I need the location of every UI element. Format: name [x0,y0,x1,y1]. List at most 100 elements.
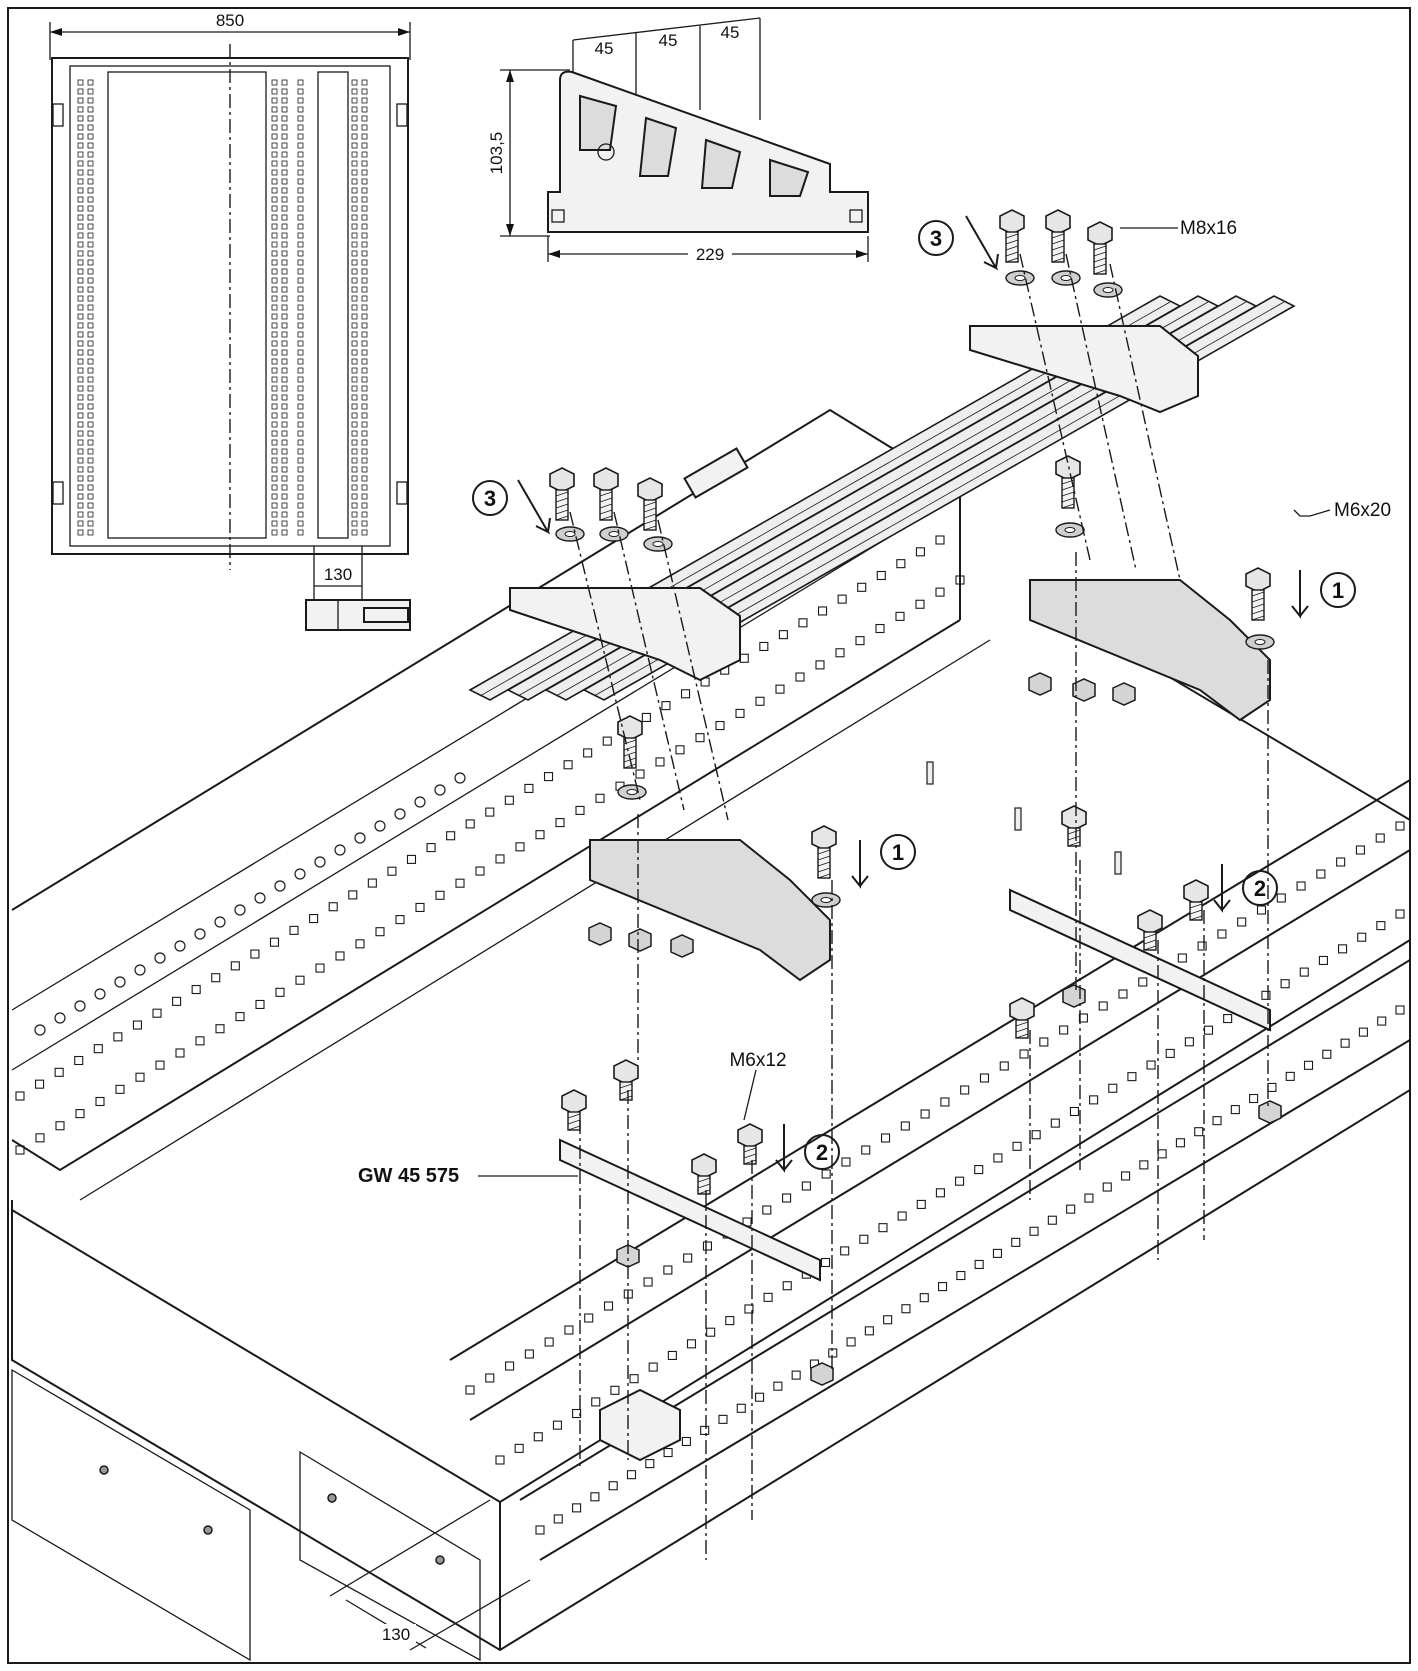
rail-hole [999,1061,1009,1071]
nut-icon [628,928,652,952]
rail-hole [795,672,805,682]
plate-code-label: GW 45 575 [358,1165,459,1187]
rail-hole [77,196,84,203]
rail-hole [351,376,358,383]
rail-hole [718,1414,728,1424]
rail-hole [297,79,304,86]
rail-hole [87,430,94,437]
bolt-thread [643,513,657,519]
bolt-thread [599,497,613,503]
washer-hole [608,531,620,537]
mounting-plate-right [1009,888,1271,1032]
rail-hole [87,484,94,491]
rail-hole [1203,1025,1214,1035]
rail-hole [1118,989,1128,999]
rail-hole [361,178,368,185]
bolt-thread [1005,239,1019,245]
rail-hole [77,331,84,338]
rail-hole [1146,1060,1156,1070]
rail-hole [361,169,368,176]
rail-hole [87,403,94,410]
rail-hole [846,1337,856,1347]
rail-hole [361,286,368,293]
rail-hole [281,160,288,167]
rail-hole [361,259,368,266]
rail-hole [87,79,94,86]
lifting-handle-rear [683,447,749,499]
rail-hole [1237,917,1247,927]
rail-hole [297,358,304,365]
rail-hole [297,340,304,347]
rail-hole [919,1293,929,1303]
rail-hole [837,594,847,604]
down-arrow-icon [1213,864,1231,913]
bolt-thread [619,1095,633,1101]
rail-hole [335,951,345,961]
rail-hole [1194,1127,1204,1137]
bolt-thread [1251,615,1265,621]
rail-hole [281,403,288,410]
bracket-window [579,94,618,151]
rail-hole [351,268,358,275]
rail-hole [361,475,368,482]
rail-hole [297,412,304,419]
rail-hole [297,250,304,257]
rail-hole [297,169,304,176]
bolt-thread [643,507,657,513]
rail-hole [495,854,505,864]
rail-hole [77,430,84,437]
dimension-229-label: 229 [696,245,724,264]
rail-hole [915,547,925,557]
rail-hole [281,223,288,230]
rail-hole [271,394,278,401]
rail-hole [271,484,278,491]
screw-icon [327,1493,337,1503]
bolt-thread [623,745,637,751]
rail-hole [361,331,368,338]
down-arrow-icon [851,840,869,889]
rail-hole [77,160,84,167]
bolt-thread [1093,269,1107,275]
bolt-head-icon [691,1153,717,1179]
bolt-thread [1093,251,1107,257]
rail-hole [281,448,288,455]
inner-rail-edge [79,639,991,1201]
rail-hole [426,843,436,853]
step-badge [472,480,508,516]
rail-hole [87,466,94,473]
rail-hole [706,1327,716,1337]
rail-hole [271,430,278,437]
rail-hole [271,169,278,176]
rail-hole [297,196,304,203]
rail-hole [297,223,304,230]
keyhole [114,976,126,988]
rail-hole [289,925,299,935]
rail-hole [87,376,94,383]
nut-icon [1072,678,1096,702]
rail-hole [608,1481,618,1491]
rail-hole [297,367,304,374]
rail-hole [297,187,304,194]
guide-line [613,511,685,811]
rail-hole [281,385,288,392]
rail-hole [87,151,94,158]
bolt-thread [743,1153,757,1159]
rail-hole [361,277,368,284]
rail-hole [1376,921,1386,931]
rail-hole [271,457,278,464]
rail-hole [297,385,304,392]
rail-hole [387,866,397,876]
rail-hole [361,403,368,410]
rail-hole [351,187,358,194]
bolt-thread [1067,829,1081,835]
leader-line [743,1069,757,1121]
rail-hole [351,322,358,329]
rail-hole [271,367,278,374]
rail-hole [281,151,288,158]
bolt-thread [1143,945,1157,951]
rail-hole [315,963,325,973]
keyhole [54,1012,66,1024]
rail-hole [87,448,94,455]
rail-hole [351,79,358,86]
